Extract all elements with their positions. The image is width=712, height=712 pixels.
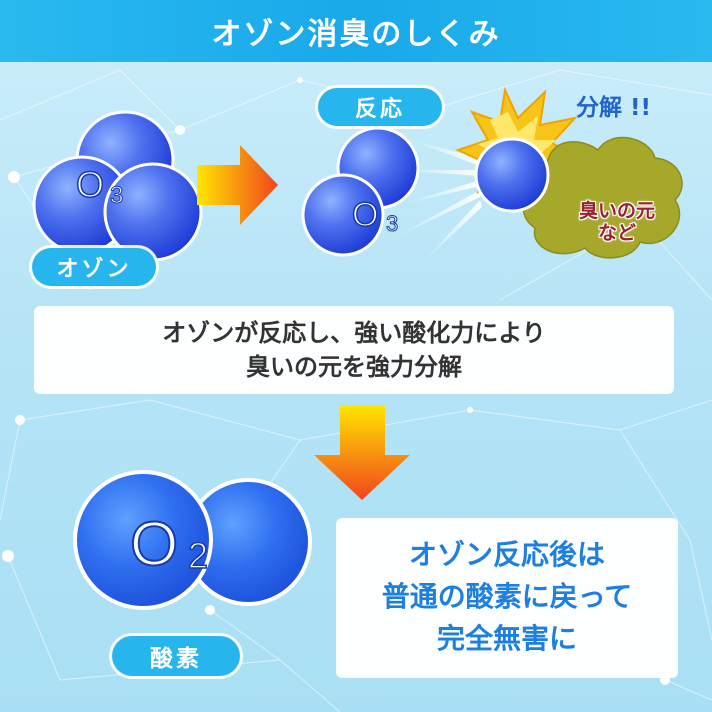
decomposition-label: 分解 !! — [576, 95, 651, 121]
oxygen-label: 酸素 — [112, 636, 240, 676]
reacting-formula-main: O — [352, 196, 378, 234]
result-line-1: オゾン反応後は — [408, 538, 605, 571]
oxygen-atom — [474, 137, 550, 213]
explanation-line-1: オゾンが反応し、強い酸化力により — [162, 319, 546, 347]
oxygen-formula-main: O — [130, 510, 178, 579]
reaction-label: 反応 — [318, 88, 442, 126]
ozone-label: オゾン — [32, 248, 156, 286]
result-box: オゾン反応後は 普通の酸素に戻って 完全無害に — [336, 518, 678, 678]
ozone-formula-main: O — [76, 164, 104, 205]
right-arrow-icon — [197, 145, 278, 225]
explanation-box: オゾンが反応し、強い酸化力により 臭いの元を強力分解 — [34, 306, 674, 394]
page-title: オゾン消臭のしくみ — [211, 17, 501, 52]
title-bar: オゾン消臭のしくみ — [0, 0, 712, 62]
oxygen-formula-sub: 2 — [188, 535, 208, 576]
result-line-2: 普通の酸素に戻って — [381, 580, 633, 613]
result-line-3: 完全無害に — [436, 622, 577, 655]
explanation-line-2: 臭いの元を強力分解 — [246, 353, 462, 381]
reacting-formula-sub: 3 — [386, 211, 398, 236]
odor-source-label: 臭いの元 など — [578, 200, 655, 244]
down-arrow-icon — [314, 405, 410, 500]
ozone-molecule: O 3 — [32, 110, 203, 262]
oxygen-molecule: O 2 — [73, 470, 312, 610]
ozone-formula-sub: 3 — [110, 182, 123, 209]
reacting-ozone-molecule: O 3 — [301, 126, 420, 257]
